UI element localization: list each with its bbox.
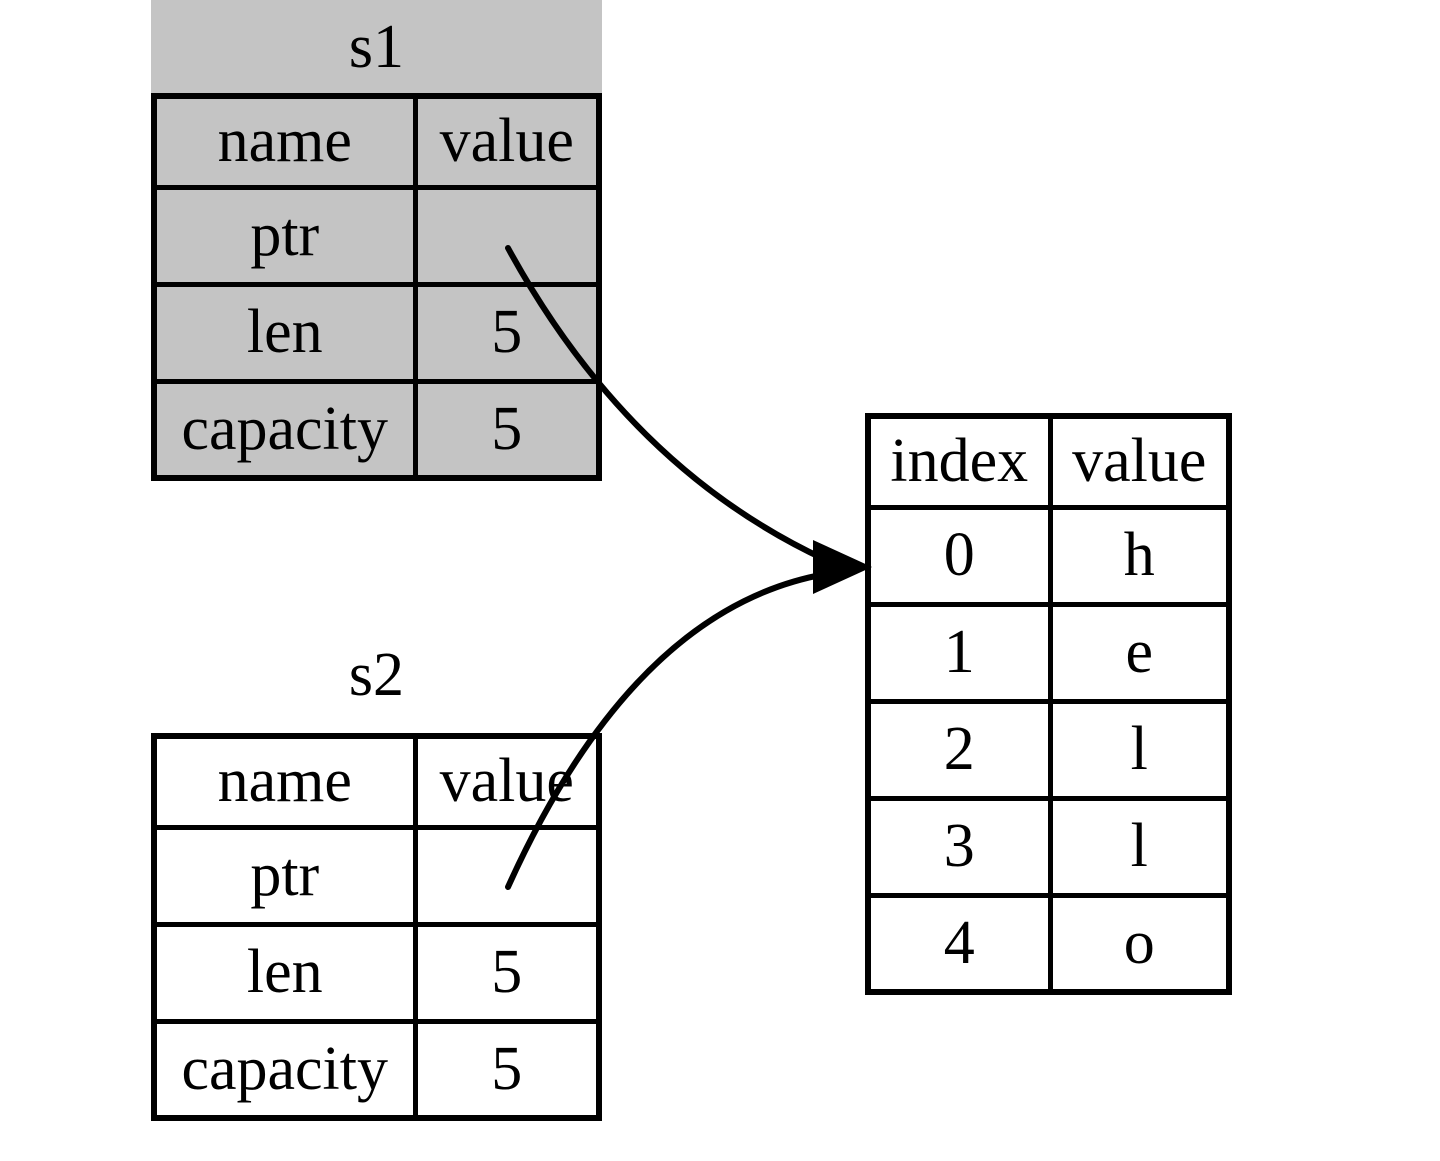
heap-value-3: l	[1047, 795, 1232, 898]
heap-row-0: 0 h	[865, 504, 1232, 607]
s1-header-name: name	[151, 93, 418, 190]
s2-header-value: value	[412, 733, 602, 830]
s2-len-label: len	[151, 921, 418, 1024]
s2-row-len: len 5	[151, 921, 602, 1024]
s2-ptr-label: ptr	[151, 824, 418, 927]
heap-header-row: index value	[865, 413, 1232, 510]
s1-table: name value ptr len 5 capacity 5	[151, 93, 602, 481]
s1-row-capacity: capacity 5	[151, 378, 602, 481]
s2-ptr-value	[412, 824, 602, 927]
s1-row-len: len 5	[151, 281, 602, 384]
s1-header-value: value	[412, 93, 602, 190]
arrowhead-icon	[813, 540, 872, 594]
s2-title: s2	[348, 641, 405, 709]
s2-header-row: name value	[151, 733, 602, 830]
heap-row-1: 1 e	[865, 601, 1232, 704]
s1-len-value: 5	[412, 281, 602, 384]
heap-value-1: e	[1047, 601, 1232, 704]
heap-value-2: l	[1047, 698, 1232, 801]
s1-ptr-label: ptr	[151, 184, 418, 287]
heap-index-4: 4	[865, 892, 1053, 995]
s1-title: s1	[151, 0, 602, 93]
heap-row-2: 2 l	[865, 698, 1232, 801]
heap-index-3: 3	[865, 795, 1053, 898]
s1-len-label: len	[151, 281, 418, 384]
heap-value-0: h	[1047, 504, 1232, 607]
heap-header-value: value	[1047, 413, 1232, 510]
s1-header-row: name value	[151, 93, 602, 190]
heap-value-4: o	[1047, 892, 1232, 995]
s2-table: name value ptr len 5 capacity 5	[151, 733, 602, 1121]
heap-row-4: 4 o	[865, 892, 1232, 995]
heap-table: index value 0 h 1 e 2 l 3 l 4 o	[865, 413, 1232, 995]
s2-capacity-label: capacity	[151, 1018, 418, 1121]
s1-row-ptr: ptr	[151, 184, 602, 287]
s1-capacity-label: capacity	[151, 378, 418, 481]
heap-index-1: 1	[865, 601, 1053, 704]
heap-index-0: 0	[865, 504, 1053, 607]
s1-capacity-value: 5	[412, 378, 602, 481]
s1-ptr-value	[412, 184, 602, 287]
s2-len-value: 5	[412, 921, 602, 1024]
heap-header-index: index	[865, 413, 1053, 510]
heap-row-3: 3 l	[865, 795, 1232, 898]
heap-index-2: 2	[865, 698, 1053, 801]
s2-row-ptr: ptr	[151, 824, 602, 927]
s2-header-name: name	[151, 733, 418, 830]
s2-capacity-value: 5	[412, 1018, 602, 1121]
s2-row-capacity: capacity 5	[151, 1018, 602, 1121]
